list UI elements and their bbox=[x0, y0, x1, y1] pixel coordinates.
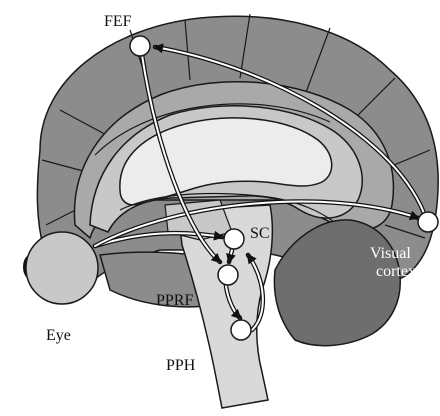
node-pph bbox=[231, 320, 251, 340]
node-pprf bbox=[218, 265, 238, 285]
node-fef bbox=[130, 36, 150, 56]
label-sc: SC bbox=[250, 225, 270, 242]
eye-globe bbox=[26, 232, 98, 304]
label-visual: Visual bbox=[370, 245, 411, 262]
label-pprf: PPRF bbox=[156, 292, 193, 309]
node-sc bbox=[224, 229, 244, 249]
label-cortex: cortex bbox=[376, 263, 416, 280]
label-pph: PPH bbox=[166, 357, 196, 374]
node-visual-cortex bbox=[418, 212, 438, 232]
label-eye: Eye bbox=[46, 327, 71, 344]
label-fef: FEF bbox=[104, 13, 132, 30]
